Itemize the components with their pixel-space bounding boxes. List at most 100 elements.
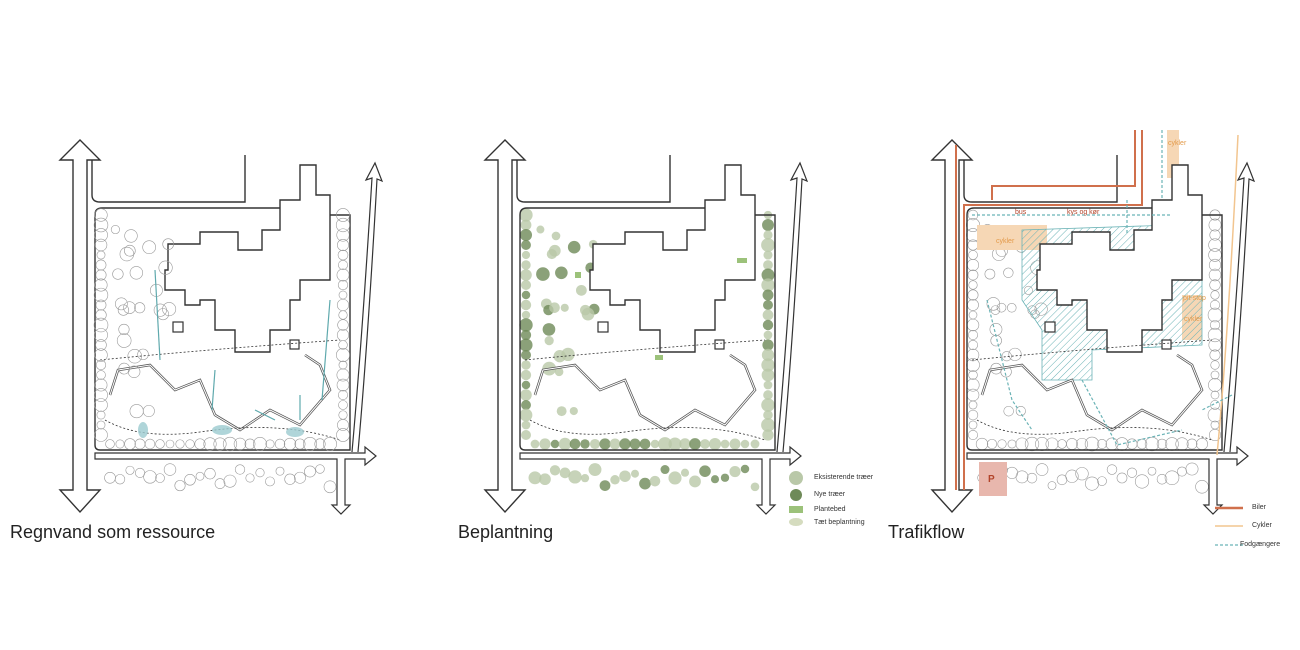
car-routes	[955, 130, 1143, 490]
tree	[967, 329, 979, 341]
legend-pedestrians: Fodgængere	[1240, 541, 1281, 548]
tree	[599, 480, 611, 491]
tree	[762, 429, 774, 441]
tree	[162, 302, 177, 317]
tree	[127, 365, 141, 378]
tree	[336, 348, 350, 362]
tree	[762, 289, 774, 301]
tree	[549, 302, 560, 313]
tree	[968, 280, 978, 290]
tree	[234, 464, 246, 475]
tree	[761, 368, 775, 382]
tree	[1144, 436, 1160, 452]
water-basins	[138, 422, 304, 438]
legend-swatches	[789, 471, 803, 526]
tree	[119, 246, 135, 262]
tree	[966, 258, 980, 272]
tree	[304, 465, 316, 478]
tree	[253, 437, 267, 451]
tree	[680, 468, 690, 477]
tree	[720, 439, 730, 449]
legend-new-trees: Nye træer	[814, 491, 846, 498]
tree	[967, 269, 979, 281]
tree	[580, 473, 590, 483]
tree	[336, 378, 350, 392]
tree	[554, 367, 564, 377]
tree	[968, 370, 978, 380]
tree	[763, 380, 773, 390]
tree	[720, 473, 730, 482]
tree	[1207, 307, 1223, 323]
tree	[95, 259, 107, 271]
tree	[336, 208, 350, 222]
tree	[96, 410, 106, 420]
tree	[184, 474, 196, 486]
tree	[105, 439, 115, 449]
tree	[153, 303, 167, 317]
tree	[556, 406, 567, 417]
tree	[129, 404, 144, 419]
tree	[528, 471, 542, 485]
tree	[336, 368, 350, 382]
tree	[1164, 470, 1180, 485]
tree	[575, 284, 587, 296]
tree	[550, 439, 560, 449]
tree	[967, 289, 979, 301]
tree	[569, 438, 581, 450]
tree	[95, 359, 107, 371]
tree	[114, 474, 126, 485]
tree	[740, 464, 750, 474]
label-kiss-ride: kys og kør	[1067, 209, 1100, 216]
tree	[1065, 469, 1079, 483]
tree	[1045, 437, 1059, 451]
tree	[314, 438, 326, 450]
pedestrian-routes	[972, 130, 1233, 446]
tree	[244, 438, 256, 450]
tree	[155, 473, 165, 483]
tree	[610, 475, 620, 485]
tree	[968, 250, 978, 260]
tree	[115, 439, 125, 449]
tree	[649, 475, 661, 487]
tree	[539, 438, 551, 450]
tree	[629, 438, 641, 450]
label-bikes-left: cykler	[996, 238, 1015, 245]
tree	[123, 301, 136, 314]
tree	[1097, 476, 1107, 486]
tree	[336, 228, 350, 242]
tree	[1134, 474, 1150, 489]
tree	[650, 439, 660, 449]
tree	[302, 436, 318, 452]
tree	[761, 278, 775, 292]
tree	[95, 309, 107, 321]
tree	[762, 219, 774, 231]
panel-title-traffic: Trafikflow	[888, 522, 965, 542]
tree	[639, 477, 651, 490]
tree	[761, 398, 775, 412]
tree	[549, 465, 561, 476]
tree	[1196, 438, 1208, 450]
tree	[233, 437, 247, 451]
tree	[96, 420, 106, 430]
tree	[1015, 470, 1029, 484]
tree	[700, 439, 710, 449]
tree	[283, 437, 297, 451]
tree	[1035, 437, 1049, 451]
tree	[104, 472, 116, 484]
tree	[337, 239, 349, 251]
tree	[1209, 299, 1221, 311]
water-flow-arrows	[154, 269, 331, 421]
tree	[660, 465, 670, 475]
tree	[519, 228, 533, 242]
tree	[966, 378, 980, 392]
tree	[1208, 378, 1222, 392]
tree	[1136, 438, 1148, 450]
tree	[1208, 268, 1222, 282]
tree	[520, 429, 532, 441]
tree	[94, 348, 108, 362]
tree	[96, 370, 106, 380]
tree	[134, 438, 146, 450]
tree	[763, 390, 773, 400]
tree	[762, 319, 774, 331]
